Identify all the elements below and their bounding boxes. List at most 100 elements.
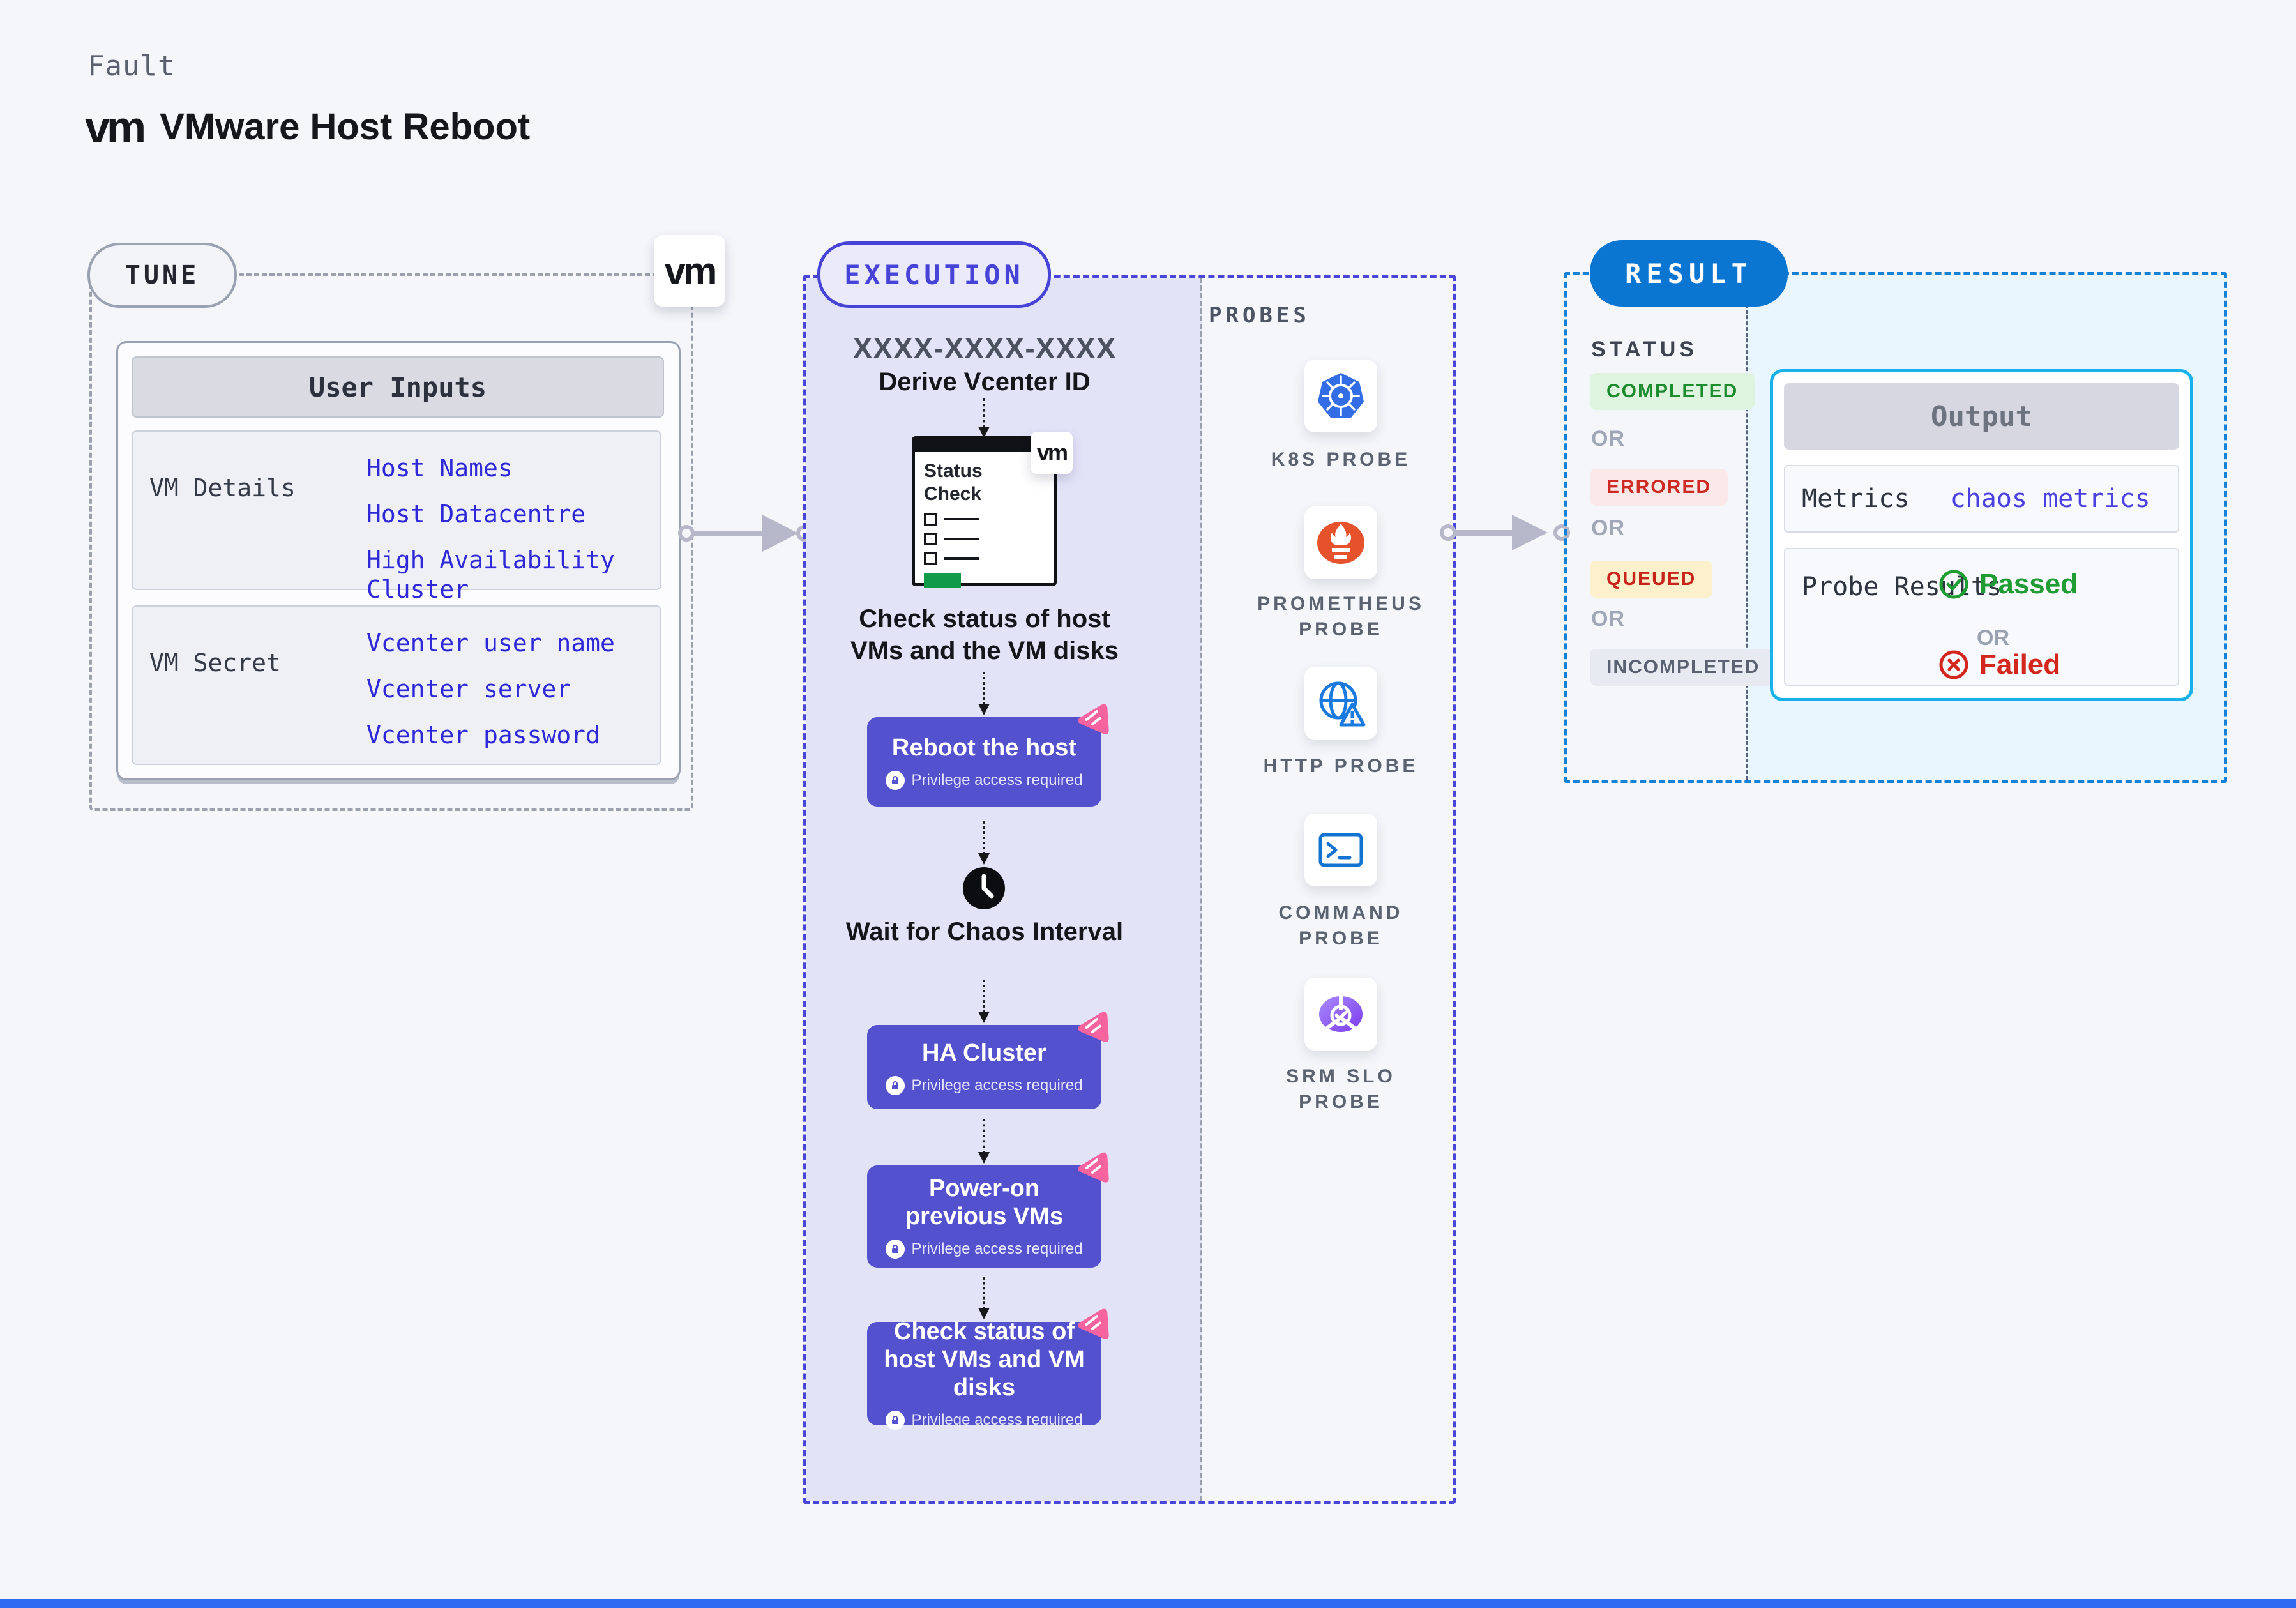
or-label: OR: [1591, 427, 1625, 451]
footer-accent-bar: [0, 1599, 2296, 1608]
vmware-logo-icon: vm: [85, 102, 146, 152]
privilege-text: Privilege access required: [911, 1411, 1083, 1429]
chaos-logo-icon: [1078, 704, 1109, 734]
x-circle-icon: [1939, 650, 1968, 679]
execution-to-result-arrow: [1440, 515, 1570, 550]
clock-icon: [963, 867, 1005, 909]
metrics-value: chaos metrics: [1950, 484, 2150, 513]
vm-secret-value: Vcenter password: [366, 721, 601, 749]
execution-badge: EXECUTION: [817, 241, 1051, 308]
vm-secret-label: VM Secret: [149, 649, 281, 677]
status-badge-completed: COMPLETED: [1590, 373, 1755, 410]
privilege-note: Privilege access required: [886, 1240, 1083, 1259]
status-badge-incompleted: INCOMPLETED: [1590, 649, 1777, 686]
output-header: Output: [1784, 383, 2179, 450]
probe-failed: Failed: [1938, 649, 2060, 681]
probes-heading: PROBES: [1209, 303, 1310, 328]
flow-arrow-down: [978, 1119, 990, 1164]
status-heading: STATUS: [1591, 337, 1698, 361]
lock-icon: [886, 771, 905, 790]
vm-secret-row: VM Secret Vcenter user name Vcenter serv…: [132, 605, 661, 765]
step-title: Check status of host VMs and VM disks: [884, 1318, 1085, 1401]
probe-card-srm-slo: [1304, 978, 1377, 1051]
probe-card-command: [1304, 814, 1377, 886]
vmware-badge-icon: vm: [1031, 432, 1073, 474]
vm-secret-value: Vcenter user name: [366, 629, 615, 657]
result-badge: RESULT: [1590, 240, 1788, 307]
lock-icon: [886, 1076, 905, 1095]
window-title-bar: [915, 439, 1054, 452]
step-power-on-previous-vms: Power-on previous VMs Privilege access r…: [867, 1152, 1109, 1268]
prometheus-icon: [1317, 522, 1364, 564]
metrics-row: Metrics chaos metrics: [1784, 465, 2179, 533]
or-label: OR: [1977, 626, 2009, 650]
or-label: OR: [1591, 516, 1625, 540]
probe-passed: Passed: [1938, 568, 2078, 600]
checkbox-icon: [924, 552, 937, 565]
or-label: OR: [1591, 607, 1625, 631]
probe-results-label: Probe Results: [1802, 572, 2002, 602]
chaos-logo-icon: [1078, 1308, 1109, 1339]
step-check-status-vms-disks: Check status of host VMs and VM disks Pr…: [867, 1308, 1109, 1430]
vm-secret-values: Vcenter user name Vcenter server Vcenter…: [366, 607, 647, 764]
failed-text: Failed: [1979, 649, 2061, 680]
checklist-item: [924, 513, 1054, 526]
privilege-note: Privilege access required: [886, 771, 1083, 790]
flow-arrow-down: [978, 1277, 990, 1319]
probe-card-k8s: [1304, 360, 1377, 432]
http-globe-warning-icon: [1319, 681, 1366, 727]
privilege-text: Privilege access required: [911, 1240, 1083, 1257]
flow-arrow-down: [978, 980, 990, 1023]
probe-results-row: Probe Results Passed OR Failed: [1784, 548, 2179, 686]
page-title-row: vm VMware Host Reboot: [85, 105, 530, 149]
wait-chaos-caption: Wait for Chaos Interval: [845, 918, 1124, 946]
passed-text: Passed: [1979, 568, 2078, 600]
fault-category-label: Fault: [87, 50, 176, 82]
probe-label-prometheus: PROMETHEUS PROBE: [1257, 593, 1424, 640]
vm-secret-value: Vcenter server: [366, 675, 571, 703]
vm-details-values: Host Names Host Datacentre High Availabi…: [366, 432, 647, 603]
flow-arrow-down: [978, 398, 990, 438]
user-inputs-header: User Inputs: [132, 356, 664, 418]
probe-card-http: [1304, 667, 1377, 740]
probe-label-k8s: K8S PROBE: [1271, 449, 1411, 470]
vm-details-value: Host Names: [366, 454, 513, 482]
check-circle-icon: [1939, 570, 1968, 599]
lock-icon: [886, 1411, 905, 1430]
tune-section-box: [89, 273, 693, 811]
flow-arrow-down: [978, 821, 990, 865]
slo-donut-check-icon: [1319, 996, 1363, 1032]
step-reboot-host: Reboot the host Privilege access require…: [867, 704, 1109, 807]
step-ha-cluster: HA Cluster Privilege access required: [867, 1012, 1109, 1109]
vm-details-value: Host Datacentre: [366, 500, 586, 528]
privilege-note: Privilege access required: [886, 1411, 1083, 1430]
status-badge-errored: ERRORED: [1590, 469, 1728, 506]
page-title: VMware Host Reboot: [160, 106, 531, 148]
probe-card-prometheus: [1304, 506, 1377, 579]
lock-icon: [886, 1240, 905, 1259]
metrics-label: Metrics: [1802, 484, 1910, 513]
privilege-note: Privilege access required: [886, 1076, 1083, 1095]
terminal-icon: [1318, 833, 1363, 867]
check-status-caption: Check status of host VMs and the VM disk…: [850, 605, 1119, 665]
flow-arrow-down: [978, 672, 990, 715]
privilege-text: Privilege access required: [911, 771, 1083, 789]
checkbox-icon: [924, 513, 937, 526]
tune-to-execution-arrow: [678, 515, 812, 552]
probe-label-command: COMMAND PROBE: [1278, 902, 1403, 949]
vm-details-label: VM Details: [149, 474, 296, 502]
step-title: Reboot the host: [891, 734, 1077, 761]
step-title: HA Cluster: [922, 1040, 1046, 1066]
status-check-title: Status Check: [924, 460, 983, 504]
chaos-logo-icon: [1078, 1152, 1109, 1183]
kubernetes-icon: [1318, 373, 1364, 418]
tune-badge: TUNE: [87, 243, 237, 308]
privilege-text: Privilege access required: [911, 1077, 1083, 1094]
vm-details-row: VM Details Host Names Host Datacentre Hi…: [132, 430, 661, 603]
line-placeholder: [944, 557, 979, 560]
probe-label-http: HTTP PROBE: [1263, 755, 1419, 777]
checklist-item: [924, 533, 1054, 545]
probe-label-srm-slo: SRM SLO PROBE: [1286, 1066, 1396, 1112]
step-title: Power-on previous VMs: [905, 1175, 1064, 1230]
